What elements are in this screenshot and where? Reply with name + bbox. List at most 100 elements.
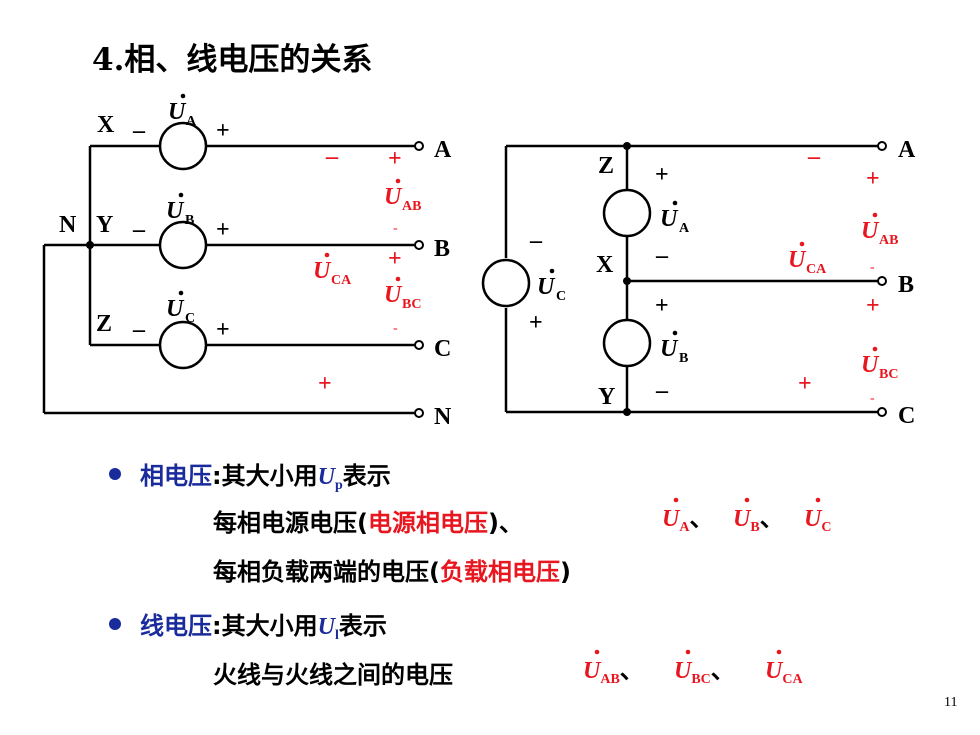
right-source-a-circle — [602, 188, 652, 238]
right-node-x-label: X — [596, 252, 614, 278]
svg-text:+: + — [388, 146, 402, 172]
terminal-n — [414, 408, 424, 418]
svg-text:UCA: UCA — [765, 658, 803, 687]
source-a-voltage: U A — [168, 93, 197, 129]
svg-text:C: C — [556, 289, 566, 304]
source-b-minus: – — [132, 217, 146, 243]
right-node-z-dot — [623, 142, 631, 150]
left-ubc-label: + U BC - — [384, 246, 421, 336]
svg-text:U: U — [788, 247, 807, 273]
terminal-c-label: C — [434, 336, 451, 362]
svg-text:B: B — [679, 351, 688, 366]
right-uca-label: U CA + — [788, 241, 827, 397]
svg-text:+: + — [866, 166, 880, 192]
right-terminal-c — [877, 407, 887, 417]
terminal-a — [414, 141, 424, 151]
bullet-dot-icon — [109, 618, 121, 630]
right-node-z-label: Z — [598, 153, 614, 179]
svg-text:–: – — [807, 144, 821, 170]
svg-text:A: A — [679, 221, 690, 236]
source-c-voltage: U C — [166, 290, 195, 326]
svg-text:每相负载两端的电压(负载相电压): 每相负载两端的电压(负载相电压) — [213, 558, 571, 586]
svg-text:U: U — [384, 282, 403, 308]
terminal-n-label: N — [434, 404, 452, 430]
left-uab-label: – + U AB - — [325, 144, 421, 236]
svg-text:+: + — [318, 371, 332, 397]
node-n-dot — [86, 241, 94, 249]
page-title: 4.相、线电压的关系 — [92, 42, 372, 78]
right-source-c-voltage: U C — [537, 268, 566, 304]
svg-text:CA: CA — [331, 273, 352, 288]
svg-text:BC: BC — [879, 367, 898, 382]
svg-text:U: U — [168, 99, 187, 125]
source-b-plus: + — [216, 217, 230, 243]
right-source-a-plus: + — [655, 162, 669, 188]
svg-text:-: - — [870, 260, 875, 275]
right-node-y-dot — [623, 408, 631, 416]
right-node-x-dot — [623, 277, 631, 285]
svg-text:U: U — [166, 296, 185, 322]
svg-text:+: + — [388, 246, 402, 272]
right-source-c-minus: – — [529, 228, 543, 254]
right-source-b-plus: + — [655, 293, 669, 319]
bullet-phase-voltage: 相电压:其大小用Up表示 — [109, 462, 391, 493]
right-source-b-circle — [602, 318, 652, 368]
svg-text:–: – — [325, 144, 339, 170]
source-a-plus: + — [216, 118, 230, 144]
svg-text:相电压:其大小用Up表示: 相电压:其大小用Up表示 — [140, 462, 391, 493]
svg-text:线电压:其大小用Ul表示: 线电压:其大小用Ul表示 — [140, 612, 387, 643]
right-source-c-plus: + — [529, 310, 543, 336]
svg-text:UA、: UA、 — [662, 504, 713, 535]
svg-text:UC: UC — [804, 506, 831, 535]
svg-text:UB、: UB、 — [733, 504, 784, 535]
node-n-label: N — [59, 212, 77, 238]
phase-source-line: 每相电源电压(电源相电压)、 UA、 UB、 UC — [213, 497, 831, 537]
source-c-minus: – — [132, 317, 146, 343]
bullet-dot-icon — [109, 468, 121, 480]
svg-text:+: + — [866, 293, 880, 319]
svg-text:UAB、: UAB、 — [583, 656, 644, 687]
svg-text:-: - — [870, 391, 875, 406]
svg-text:AB: AB — [879, 233, 898, 248]
svg-text:U: U — [861, 352, 880, 378]
source-b-voltage: U B — [166, 192, 194, 228]
svg-text:+: + — [798, 371, 812, 397]
right-circuit — [481, 141, 887, 417]
svg-text:B: B — [185, 213, 194, 228]
svg-text:火线与火线之间的电压: 火线与火线之间的电压 — [213, 661, 453, 689]
page-number: 11 — [944, 695, 957, 710]
right-terminal-a — [877, 141, 887, 151]
line-voltage-desc: 火线与火线之间的电压 UAB、 UBC、 UCA — [213, 649, 803, 689]
node-y-label: Y — [96, 212, 113, 238]
svg-text:C: C — [185, 311, 195, 326]
source-a-circle — [158, 121, 208, 171]
right-ubc-label: + U BC - — [861, 293, 898, 406]
right-source-b-voltage: U B — [660, 330, 688, 366]
right-source-a-minus: – — [655, 243, 669, 269]
source-c-plus: + — [216, 317, 230, 343]
svg-text:U: U — [166, 198, 185, 224]
right-source-a-voltage: U A — [660, 200, 690, 236]
terminal-b-label: B — [434, 236, 450, 262]
right-terminal-a-label: A — [898, 137, 916, 163]
svg-text:-: - — [393, 321, 398, 336]
source-a-minus: – — [132, 118, 146, 144]
node-x-label: X — [97, 112, 115, 138]
source-b-circle — [158, 220, 208, 270]
right-uab-label: – + U AB - — [807, 144, 898, 275]
svg-text:AB: AB — [402, 199, 421, 214]
terminal-c — [414, 340, 424, 350]
right-terminal-c-label: C — [898, 403, 915, 429]
svg-text:-: - — [393, 221, 398, 236]
right-source-c-circle — [481, 258, 531, 308]
svg-text:CA: CA — [806, 262, 827, 277]
svg-text:U: U — [313, 258, 332, 284]
bullet-line-voltage: 线电压:其大小用Ul表示 — [109, 612, 387, 643]
svg-text:U: U — [384, 184, 403, 210]
terminal-b — [414, 240, 424, 250]
right-source-b-minus: – — [655, 378, 669, 404]
svg-text:U: U — [660, 336, 679, 362]
right-node-y-label: Y — [598, 384, 615, 410]
svg-text:A: A — [186, 114, 197, 129]
